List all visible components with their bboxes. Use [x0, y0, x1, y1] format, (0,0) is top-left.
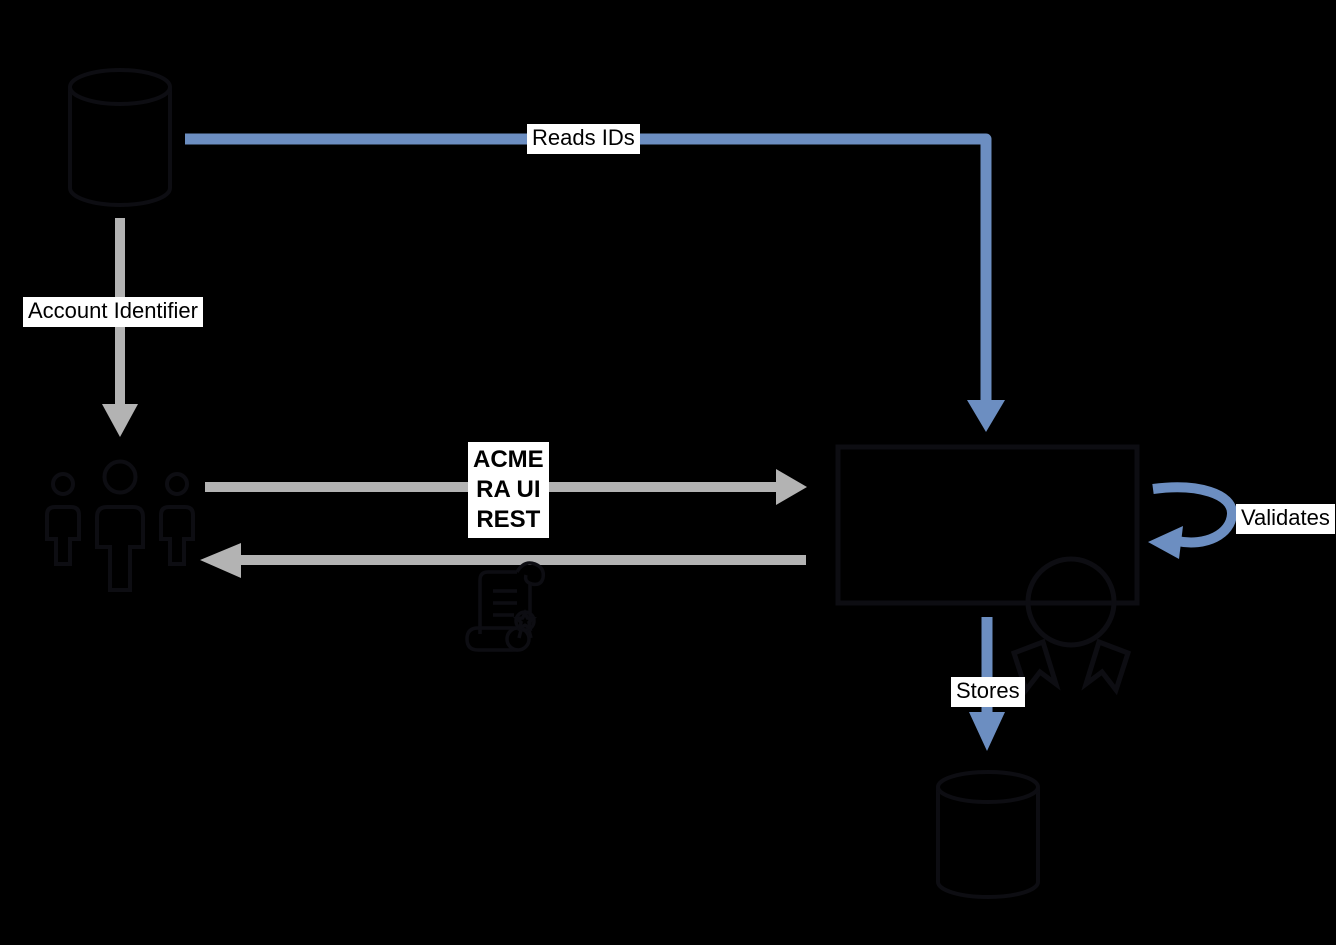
validates-label: Validates [1236, 504, 1335, 534]
validates-loop-arrow [1148, 482, 1237, 559]
certificate-badge-icon [1010, 556, 1132, 696]
response-arrow [200, 543, 806, 578]
users-group-icon [45, 459, 195, 592]
reads-ids-arrow [185, 133, 1005, 432]
source-database-icon [68, 68, 172, 207]
validation-server-box [835, 444, 1140, 606]
request-protocol-label: ACME RA UI REST [468, 442, 549, 538]
stores-label: Stores [951, 677, 1025, 707]
target-database-icon [936, 770, 1040, 899]
certificate-scroll-icon [465, 561, 546, 652]
account-identifier-arrow [102, 218, 138, 437]
reads-ids-label: Reads IDs [527, 124, 640, 154]
account-identifier-label: Account Identifier [23, 297, 203, 327]
